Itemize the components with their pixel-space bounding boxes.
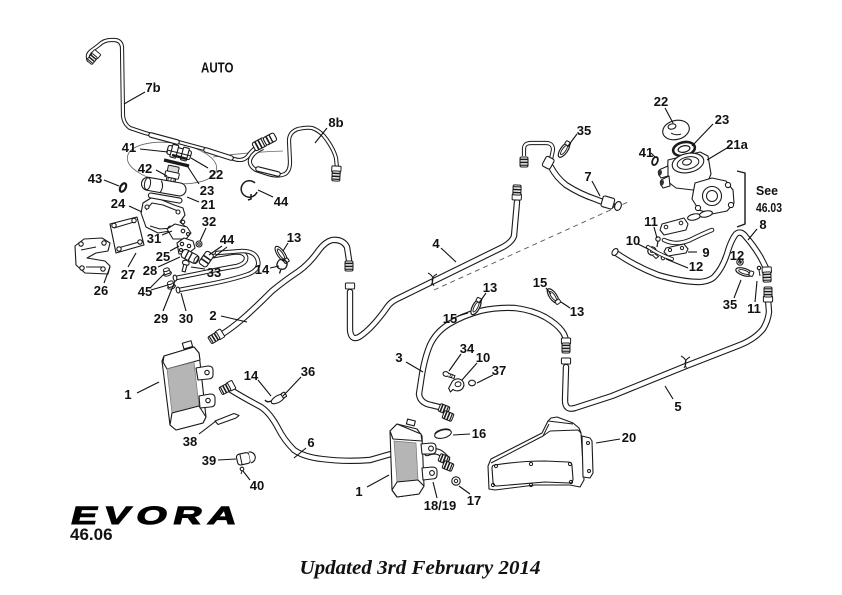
svg-text:46.06: 46.06 — [70, 525, 113, 544]
svg-text:45: 45 — [138, 284, 152, 299]
svg-text:28: 28 — [143, 263, 157, 278]
svg-text:43: 43 — [88, 171, 102, 186]
svg-text:38: 38 — [183, 434, 197, 449]
svg-text:46.03: 46.03 — [756, 200, 782, 215]
svg-text:26: 26 — [94, 283, 108, 298]
svg-text:22: 22 — [654, 94, 668, 109]
svg-text:15: 15 — [533, 275, 547, 290]
svg-text:7b: 7b — [145, 80, 160, 95]
svg-text:2: 2 — [209, 308, 216, 323]
svg-text:3: 3 — [395, 350, 402, 365]
svg-text:41: 41 — [122, 140, 136, 155]
svg-text:25: 25 — [156, 249, 170, 264]
svg-text:13: 13 — [570, 304, 584, 319]
svg-text:32: 32 — [202, 214, 216, 229]
svg-text:Updated 3rd February 2014: Updated 3rd February 2014 — [300, 557, 541, 579]
svg-text:5: 5 — [674, 399, 681, 414]
svg-text:22: 22 — [209, 167, 223, 182]
svg-text:6: 6 — [307, 435, 314, 450]
svg-text:10: 10 — [626, 233, 640, 248]
svg-text:23: 23 — [200, 183, 214, 198]
svg-text:See: See — [756, 183, 778, 198]
svg-text:13: 13 — [483, 280, 497, 295]
svg-text:40: 40 — [250, 478, 264, 493]
svg-text:36: 36 — [301, 364, 315, 379]
svg-text:35: 35 — [723, 297, 737, 312]
svg-text:9: 9 — [702, 245, 709, 260]
svg-text:14: 14 — [255, 262, 270, 277]
svg-text:12: 12 — [730, 248, 744, 263]
svg-text:4: 4 — [432, 236, 440, 251]
svg-text:17: 17 — [467, 493, 481, 508]
svg-text:29: 29 — [154, 311, 168, 326]
svg-text:1: 1 — [124, 387, 131, 402]
svg-text:35: 35 — [577, 123, 591, 138]
svg-text:8b: 8b — [328, 115, 343, 130]
svg-text:30: 30 — [179, 311, 193, 326]
svg-text:15: 15 — [443, 311, 457, 326]
svg-text:39: 39 — [202, 453, 216, 468]
svg-text:33: 33 — [207, 265, 221, 280]
svg-text:EVORA: EVORA — [68, 502, 247, 530]
svg-text:16: 16 — [472, 426, 486, 441]
svg-text:21a: 21a — [726, 137, 748, 152]
svg-text:42: 42 — [138, 161, 152, 176]
svg-text:18/19: 18/19 — [424, 498, 457, 513]
svg-text:31: 31 — [147, 231, 161, 246]
svg-text:11: 11 — [644, 214, 658, 229]
svg-text:44: 44 — [274, 194, 289, 209]
svg-text:34: 34 — [460, 341, 475, 356]
svg-text:7: 7 — [584, 169, 591, 184]
svg-text:41: 41 — [639, 145, 653, 160]
svg-text:AUTO: AUTO — [201, 60, 234, 77]
svg-text:8: 8 — [759, 217, 766, 232]
svg-text:1: 1 — [355, 484, 362, 499]
svg-text:24: 24 — [111, 196, 126, 211]
svg-text:20: 20 — [622, 430, 636, 445]
svg-text:23: 23 — [715, 112, 729, 127]
svg-text:37: 37 — [492, 363, 506, 378]
svg-text:21: 21 — [201, 197, 215, 212]
svg-text:14: 14 — [244, 368, 259, 383]
svg-text:10: 10 — [476, 350, 490, 365]
svg-text:11: 11 — [747, 301, 761, 316]
svg-text:13: 13 — [287, 230, 301, 245]
svg-text:12: 12 — [689, 259, 703, 274]
svg-text:27: 27 — [121, 267, 135, 282]
svg-text:44: 44 — [220, 232, 235, 247]
